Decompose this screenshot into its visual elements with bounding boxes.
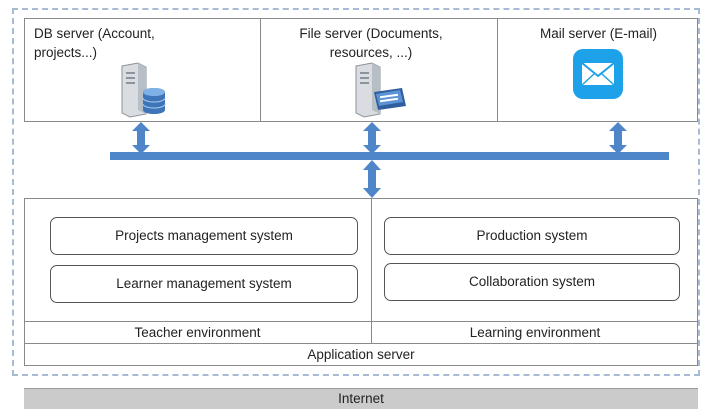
- mail-server-label: Mail server (E-mail): [539, 26, 657, 41]
- network-boundary: [12, 8, 700, 376]
- internet-label: Internet: [338, 391, 384, 406]
- db-server-label: DB server (Account, projects...): [34, 26, 155, 60]
- collaboration-system: Collaboration system: [384, 263, 680, 301]
- teacher-environment-label: Teacher environment: [134, 325, 261, 340]
- database-server-icon: [121, 62, 166, 118]
- learning-environment-label: Learning environment: [469, 325, 601, 340]
- network-bus: [110, 152, 669, 160]
- environment-divider: [371, 198, 372, 343]
- file-server-label: File server (Documents, resources, ...): [299, 26, 443, 60]
- application-server-label: Application server: [307, 347, 415, 362]
- learner-management-system: Learner management system: [50, 265, 358, 303]
- app-bus-arrow: [363, 160, 381, 198]
- projects-management-system: Projects management system: [50, 217, 358, 255]
- file-bus-arrow: [363, 122, 381, 154]
- production-system: Production system: [384, 217, 680, 255]
- file-server-icon: [355, 62, 406, 118]
- mail-bus-arrow: [609, 122, 627, 154]
- environment-label-divider: [24, 321, 698, 322]
- internet-bar: Internet: [24, 388, 698, 409]
- db-bus-arrow: [132, 122, 150, 154]
- application-server-divider: [24, 343, 698, 344]
- mail-icon: [573, 49, 623, 99]
